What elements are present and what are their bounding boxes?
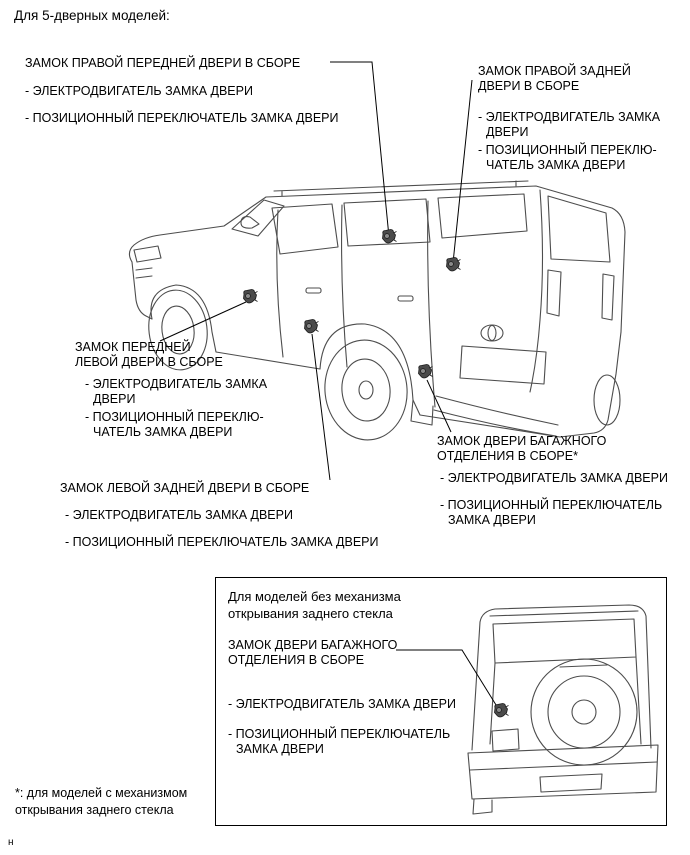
callout-luggage-door-item: - ПОЗИЦИОННЫЙ ПЕРЕКЛЮЧАТЕЛЬ ЗАМКА ДВЕРИ — [440, 498, 663, 527]
callout-front-left-door-title: ЗАМОК ПЕРЕДНЕЙ ЛЕВОЙ ДВЕРИ В СБОРЕ — [75, 340, 223, 369]
callout-rear-left-door-item: - ЭЛЕКТРОДВИГАТЕЛЬ ЗАМКА ДВЕРИ — [65, 508, 293, 522]
callout-rear-right-door-item: - ЭЛЕКТРОДВИГАТЕЛЬ ЗАМКА ДВЕРИ — [478, 110, 661, 139]
inset-heading: Для моделей без механизма открывания зад… — [228, 589, 401, 621]
callout-front-left-door-item: - ЭЛЕКТРОДВИГАТЕЛЬ ЗАМКА ДВЕРИ — [85, 377, 268, 406]
callout-front-right-door-title: ЗАМОК ПРАВОЙ ПЕРЕДНЕЙ ДВЕРИ В СБОРЕ — [25, 56, 301, 70]
main-vehicle-drawing — [128, 180, 626, 441]
rear-left-door-lock-icon — [304, 319, 319, 334]
callout-front-right-door-item: - ПОЗИЦИОННЫЙ ПЕРЕКЛЮЧАТЕЛЬ ЗАМКА ДВЕРИ — [25, 111, 339, 125]
inset-callout-luggage-door-title: ЗАМОК ДВЕРИ БАГАЖНОГО ОТДЕЛЕНИЯ В СБОРЕ — [228, 638, 398, 667]
leader-front-left-door — [159, 301, 247, 342]
leader-rear-left-door — [311, 333, 331, 481]
inset-callout-luggage-door-item: - ЭЛЕКТРОДВИГАТЕЛЬ ЗАМКА ДВЕРИ — [228, 697, 456, 711]
leader-inset-luggage-door — [396, 649, 502, 714]
inset-box-no-rear-glass-mechanism — [215, 577, 667, 826]
callout-rear-left-door-title: ЗАМОК ЛЕВОЙ ЗАДНЕЙ ДВЕРИ В СБОРЕ — [60, 481, 310, 495]
callout-front-left-door-item: - ПОЗИЦИОННЫЙ ПЕРЕКЛЮ- ЧАТЕЛЬ ЗАМКА ДВЕР… — [85, 410, 264, 439]
inset-vehicle-drawing — [467, 604, 659, 815]
inset-callout-luggage-door-item: - ПОЗИЦИОННЫЙ ПЕРЕКЛЮЧАТЕЛЬ ЗАМКА ДВЕРИ — [228, 727, 451, 756]
leader-rear-right-door — [452, 79, 473, 264]
callout-luggage-door-item: - ЭЛЕКТРОДВИГАТЕЛЬ ЗАМКА ДВЕРИ — [440, 471, 668, 485]
luggage-door-lock-icon — [418, 364, 433, 379]
corner-mark: н — [8, 837, 14, 848]
callout-rear-left-door-item: - ПОЗИЦИОННЫЙ ПЕРЕКЛЮЧАТЕЛЬ ЗАМКА ДВЕРИ — [65, 535, 379, 549]
callout-rear-right-door-item: - ПОЗИЦИОННЫЙ ПЕРЕКЛЮ- ЧАТЕЛЬ ЗАМКА ДВЕР… — [478, 143, 657, 172]
callout-front-right-door-item: - ЭЛЕКТРОДВИГАТЕЛЬ ЗАМКА ДВЕРИ — [25, 84, 253, 98]
leader-front-right-door — [330, 61, 390, 238]
leader-lines — [159, 61, 502, 714]
footnote: *: для моделей с механизмом открывания з… — [15, 786, 188, 817]
callout-luggage-door-title: ЗАМОК ДВЕРИ БАГАЖНОГО ОТДЕЛЕНИЯ В СБОРЕ* — [437, 434, 607, 463]
leader-luggage-door — [426, 379, 452, 433]
front-left-door-lock-icon — [243, 289, 258, 304]
front-right-door-lock-icon — [382, 229, 397, 244]
rear-right-door-lock-icon — [446, 257, 461, 272]
page-title: Для 5-дверных моделей: — [14, 8, 170, 23]
callout-rear-right-door-title: ЗАМОК ПРАВОЙ ЗАДНЕЙ ДВЕРИ В СБОРЕ — [478, 64, 631, 93]
